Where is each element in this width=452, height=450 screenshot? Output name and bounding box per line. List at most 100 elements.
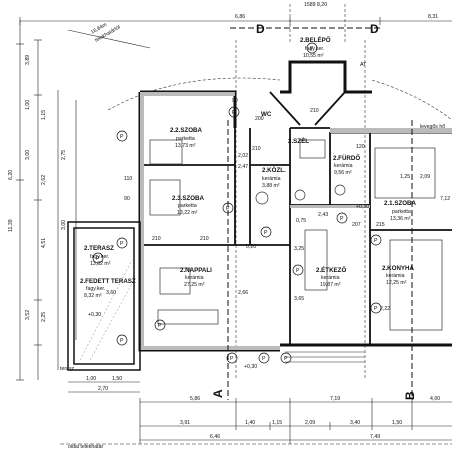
pillar-marker: P — [154, 319, 166, 331]
pillar-marker: P — [258, 352, 270, 364]
pillar-marker: P — [280, 352, 292, 364]
dim-bottom-c5: 3,40 — [350, 420, 360, 426]
furniture — [149, 139, 443, 331]
dim-top-1: 6,86 — [235, 14, 245, 20]
svg-text:2.TERASZ: 2.TERASZ — [84, 245, 114, 252]
svg-text:P: P — [374, 238, 378, 244]
svg-text:fagy.ker.: fagy.ker. — [86, 286, 105, 292]
dim-bottom-c6: 1,50 — [392, 420, 402, 426]
dim-bottom-a3: 2,70 — [98, 386, 108, 392]
svg-text:110: 110 — [124, 176, 132, 182]
dim-left-4: 6,20 — [8, 170, 14, 180]
property-distance-line: 16,84m telekhatártól — [67, 22, 151, 49]
svg-text:200: 200 — [255, 116, 264, 122]
pillar-marker: P — [222, 202, 234, 214]
pillar-marker: P — [370, 302, 382, 314]
svg-text:2.2.SZOBA: 2.2.SZOBA — [170, 127, 203, 134]
svg-text:P: P — [284, 356, 288, 362]
svg-text:P: P — [230, 356, 234, 362]
dim-left-8: 11,39 — [8, 219, 14, 232]
plus-level-right: +0,30 — [356, 204, 369, 210]
dim-bottom-b3: 4,00 — [430, 396, 440, 402]
svg-text:fagy.ker.: fagy.ker. — [90, 254, 109, 260]
wall-hatching — [140, 92, 452, 350]
pillar-marker: P — [92, 252, 104, 264]
svg-text:2.SZÉL: 2.SZÉL — [288, 137, 309, 145]
svg-text:P: P — [374, 306, 378, 312]
dim-left-6: 2,62 — [41, 175, 47, 185]
room-etkezo: 2.ÉTKEZŐ kerámia 19,87 m² — [316, 266, 346, 288]
room-nappali: 2.NAPPALI kerámia 27,25 m² — [180, 267, 212, 288]
svg-text:2,22: 2,22 — [380, 306, 390, 312]
pillar-marker: P — [116, 237, 128, 249]
room-szoba21: 2.1.SZOBA parketta 13,36 m² — [384, 200, 417, 222]
room-konyha: 2.KONYHA kerámia 12,25 m² — [382, 265, 415, 286]
pillar-marker: P — [226, 352, 238, 364]
dim-bottom-a2: 1,50 — [112, 376, 122, 382]
section-b-marker: B — [403, 391, 417, 400]
room-belepo: 2.BELÉPŐ fagy.ker. 10,55 m² — [300, 36, 331, 59]
dim-left-1: 3,89 — [25, 55, 31, 65]
svg-text:3,60: 3,60 — [106, 290, 116, 296]
section-d-right: D — [370, 22, 379, 36]
pillar-marker: P — [260, 226, 272, 238]
dim-left-9: 3,52 — [25, 310, 31, 320]
svg-text:parketta: parketta — [392, 209, 411, 215]
svg-text:kerámia: kerámia — [386, 273, 405, 279]
svg-text:7,12: 7,12 — [440, 196, 450, 202]
svg-text:P: P — [340, 216, 344, 222]
svg-text:2.BELÉPŐ: 2.BELÉPŐ — [300, 36, 331, 44]
section-a-marker: A — [211, 389, 225, 398]
svg-text:10,55 m²: 10,55 m² — [303, 53, 324, 59]
svg-text:2.1.SZOBA: 2.1.SZOBA — [384, 200, 417, 207]
roof-dim: 1589 8,20 — [304, 2, 327, 8]
pillar-marker: P — [370, 234, 382, 246]
svg-text:1,25: 1,25 — [400, 174, 410, 180]
svg-text:WC: WC — [261, 111, 272, 118]
pillar-markers: P P P P P P P P P P P P P P P P — [92, 42, 382, 364]
svg-text:P: P — [120, 134, 124, 140]
svg-text:2,43: 2,43 — [318, 212, 328, 218]
svg-text:kerámia: kerámia — [185, 275, 204, 281]
left-dimension-lines — [16, 20, 77, 381]
room-wc: WC — [261, 111, 272, 118]
dim-bottom-c2: 1,40 — [245, 420, 255, 426]
section-lines — [227, 120, 413, 400]
svg-text:2,66: 2,66 — [238, 290, 248, 296]
svg-text:210: 210 — [200, 236, 209, 242]
entrance-arrow-label: AT — [360, 62, 367, 68]
svg-text:parketta: parketta — [178, 203, 197, 209]
svg-text:kerámia: kerámia — [262, 176, 281, 182]
dim-top-2: 8,31 — [428, 14, 438, 20]
svg-text:90: 90 — [124, 196, 130, 202]
svg-text:0,20: 0,20 — [246, 244, 256, 250]
room-fedett-terasz: 2.FEDETT TERASZ fagy.ker. 8,32 m² — [80, 278, 136, 299]
dim-bottom-b1: 5,86 — [190, 396, 200, 402]
svg-text:210: 210 — [310, 108, 319, 114]
dim-left-2: 1,00 — [25, 100, 31, 110]
svg-text:2.NAPPALI: 2.NAPPALI — [180, 267, 212, 274]
svg-text:13,73 m²: 13,73 m² — [175, 143, 196, 149]
svg-text:90: 90 — [232, 98, 238, 104]
svg-text:P: P — [120, 241, 124, 247]
room-furdo: 2.FÜRDŐ kerámia 9,56 m² — [333, 155, 360, 176]
svg-text:2.ÉTKEZŐ: 2.ÉTKEZŐ — [316, 266, 346, 274]
svg-text:13,82 m²: 13,82 m² — [90, 261, 111, 267]
svg-text:8,32 m²: 8,32 m² — [84, 293, 102, 299]
plus-level-terasz: +0,30 — [88, 312, 101, 318]
svg-text:P: P — [96, 256, 100, 262]
terasz-note: terasz — [60, 366, 75, 372]
levego-label: levegős hő — [420, 124, 445, 130]
section-d-left: D — [256, 22, 265, 36]
svg-text:207: 207 — [352, 222, 361, 228]
inner-dimensions: 110 90 210 2,02 2,47 2,43 0,75 210 200 1… — [106, 98, 450, 312]
svg-text:P: P — [296, 268, 300, 274]
pillar-marker: P — [292, 264, 304, 276]
pillar-marker: P — [306, 42, 318, 54]
svg-text:parketta: parketta — [176, 136, 195, 142]
dim-bottom-d2: 7,49 — [370, 434, 380, 440]
dim-left-3: 3,00 — [25, 150, 31, 160]
bottom-dimension-lines — [68, 381, 452, 444]
svg-text:2.FÜRDŐ: 2.FÜRDŐ — [333, 155, 360, 162]
dim-left-7: 4,51 — [41, 238, 47, 248]
